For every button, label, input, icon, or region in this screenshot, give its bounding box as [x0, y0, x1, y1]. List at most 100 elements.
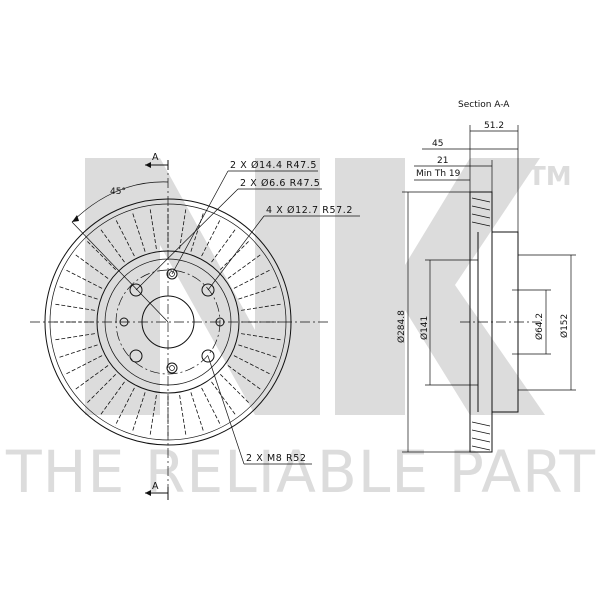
- vent-vane: [64, 355, 103, 376]
- vent-vane: [241, 303, 283, 311]
- svg-text:A: A: [152, 481, 159, 492]
- vent-vane: [238, 285, 279, 300]
- pin-hole: [119, 317, 129, 327]
- vent-vane: [201, 387, 222, 426]
- vent-vane: [99, 381, 125, 417]
- thread-hole-inner: [169, 365, 175, 371]
- vent-vane: [114, 218, 135, 257]
- svg-text:51.2: 51.2: [484, 121, 504, 131]
- svg-text:A: A: [152, 152, 159, 163]
- callout-3: 4 X Ø12.7 R57.2: [207, 205, 360, 291]
- angle-annotation: 45°: [71, 181, 169, 323]
- svg-text:2 X M8 R52: 2 X M8 R52: [246, 453, 307, 464]
- watermark-tagline: THE RELIABLE PART: [5, 438, 596, 506]
- vent-vane: [241, 333, 283, 341]
- svg-text:Ø284.8: Ø284.8: [396, 310, 407, 343]
- section-vane-hatch: [471, 421, 491, 427]
- section-vane-hatch: [471, 221, 491, 227]
- section-vane-hatch: [471, 213, 491, 219]
- vent-vane: [73, 365, 109, 391]
- dim-overall-width: 51.2: [470, 121, 518, 132]
- vent-vane: [73, 253, 109, 279]
- vent-vane: [179, 395, 187, 437]
- callout-2: 2 X Ø6.6 R47.5: [135, 178, 322, 291]
- vent-vane: [233, 355, 272, 376]
- section-vane-hatch: [471, 205, 491, 211]
- watermark-letter-k: [335, 158, 545, 415]
- svg-text:45°: 45°: [110, 187, 126, 197]
- vent-vane: [99, 227, 125, 263]
- bolt-hole: [129, 283, 143, 297]
- vent-outer-ring: [49, 203, 287, 441]
- svg-text:Min Th 19: Min Th 19: [416, 169, 461, 179]
- dim-bore: Ø64.2: [518, 289, 551, 355]
- section-marker-top: A: [145, 152, 169, 170]
- section-vane-hatch: [471, 445, 491, 451]
- vent-vane: [190, 392, 205, 433]
- watermark-letter-n: [85, 158, 320, 415]
- bolt-hole: [129, 349, 143, 363]
- vent-inner-ring: [96, 250, 240, 394]
- vent-vane: [211, 227, 237, 263]
- vent-vane: [233, 268, 272, 289]
- vent-vane: [85, 239, 116, 270]
- callout-1: 2 X Ø14.4 R47.5: [171, 160, 318, 275]
- center-bore: [141, 295, 195, 349]
- vent-vane: [227, 365, 263, 391]
- dim-hat-141: Ø141: [419, 259, 478, 386]
- vent-vane: [220, 239, 251, 270]
- hat-circle: [104, 258, 232, 386]
- dim-thickness: 21: [414, 156, 492, 167]
- watermark-trademark: TM: [528, 162, 572, 192]
- vent-vane: [179, 207, 187, 249]
- dim-outer-diameter: Ø284.8: [396, 191, 470, 453]
- bolt-hole: [201, 283, 215, 297]
- section-view: Section A-A 51.2 45 21 Min Th 19: [396, 100, 576, 453]
- vent-vane: [238, 344, 279, 359]
- vent-vane: [220, 374, 251, 405]
- section-title: Section A-A: [458, 100, 510, 110]
- bolt-holes: [119, 268, 225, 374]
- dim-hat-152: Ø152: [518, 254, 576, 391]
- callout-4: 2 X M8 R52: [207, 355, 312, 465]
- bolt-circle: [115, 269, 221, 375]
- vent-vane: [85, 374, 116, 405]
- vent-vane: [149, 395, 157, 437]
- dim-min-thickness: Min Th 19: [414, 169, 470, 181]
- bolt-hole: [201, 349, 215, 363]
- svg-text:21: 21: [437, 156, 448, 166]
- svg-text:Ø64.2: Ø64.2: [534, 313, 545, 340]
- svg-text:45: 45: [432, 139, 443, 149]
- section-vane-hatch: [471, 429, 491, 435]
- vent-vane: [57, 344, 98, 359]
- svg-text:4 X Ø12.7 R57.2: 4 X Ø12.7 R57.2: [266, 205, 353, 216]
- svg-text:Ø141: Ø141: [419, 316, 430, 340]
- front-view: A A 45° 2 X Ø14.4 R47.5: [30, 152, 360, 500]
- section-marker-bottom: A: [145, 481, 169, 500]
- vent-vane: [190, 211, 205, 252]
- thread-hole: [166, 268, 178, 280]
- vent-vanes: [52, 206, 284, 438]
- disc-outer-edge: [44, 198, 292, 446]
- vent-vane: [57, 285, 98, 300]
- vent-vane: [211, 381, 237, 417]
- svg-text:2 X Ø14.4 R47.5: 2 X Ø14.4 R47.5: [230, 160, 317, 171]
- thread-hole-inner: [169, 271, 175, 277]
- vent-vane: [53, 303, 95, 311]
- svg-text:Ø152: Ø152: [559, 314, 570, 338]
- vent-vane: [114, 387, 135, 426]
- vent-vane: [227, 253, 263, 279]
- section-vane-hatch: [471, 437, 491, 443]
- vent-vane: [53, 333, 95, 341]
- vent-vane: [201, 218, 222, 257]
- thread-hole: [166, 362, 178, 374]
- vent-vane: [131, 392, 146, 433]
- section-vane-hatch: [471, 197, 491, 203]
- vent-vane: [131, 211, 146, 252]
- vent-vane: [149, 207, 157, 249]
- svg-text:2 X Ø6.6 R47.5: 2 X Ø6.6 R47.5: [240, 178, 320, 189]
- vent-vane: [64, 268, 103, 289]
- section-profile: [460, 191, 540, 453]
